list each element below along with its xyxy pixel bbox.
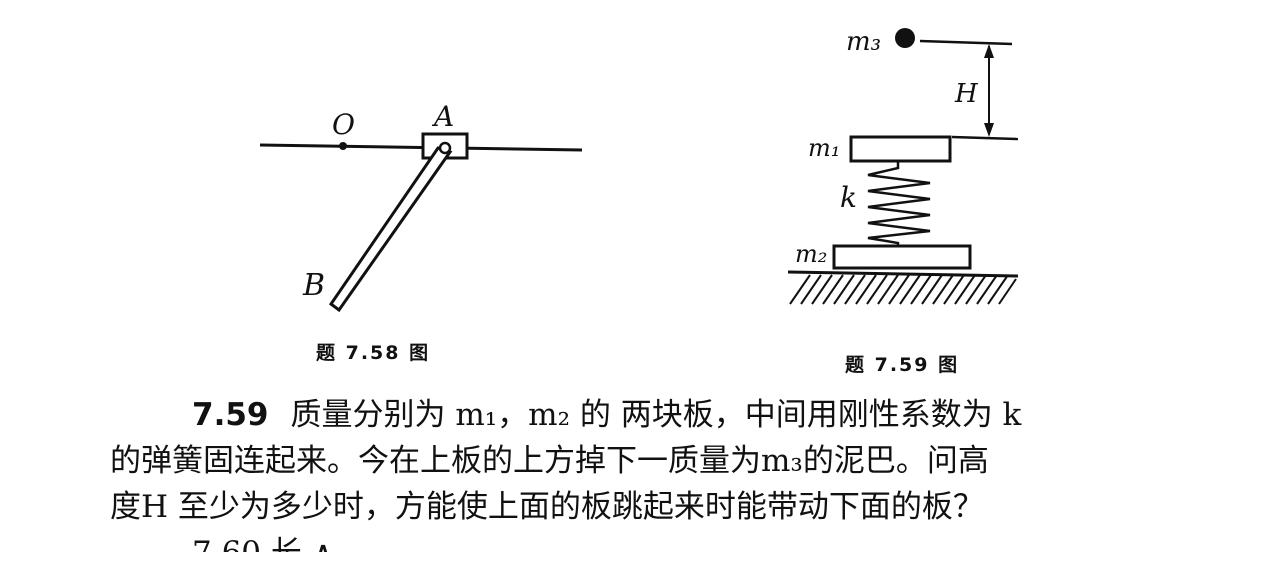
problem-text-line-1: 质量分别为 m₁，m₂ 的 两块板，中间用刚性系数为 k bbox=[290, 397, 1022, 433]
next-problem-partial: 7.60 长 ∧ bbox=[110, 530, 1230, 552]
problem-line-3: 度H 至少为多少时，方能使上面的板跳起来时能带动下面的板？ bbox=[110, 489, 984, 525]
lower-plate-m2 bbox=[832, 244, 972, 270]
reference-line-top bbox=[919, 39, 1013, 46]
arrow-down bbox=[984, 123, 994, 137]
caption-fig-7-59: 题 7.59 图 bbox=[845, 354, 960, 376]
label-k: k bbox=[840, 181, 857, 214]
label-o: O bbox=[332, 108, 355, 141]
problem-line-1: 7.59 质量分别为 m₁，m₂ 的 两块板，中间用刚性系数为 k bbox=[110, 392, 1230, 438]
problem-7-59: 7.59 质量分别为 m₁，m₂ 的 两块板，中间用刚性系数为 k 的弹簧固连起来… bbox=[110, 392, 1230, 552]
spring-k bbox=[867, 162, 931, 246]
label-m2: m₂ bbox=[795, 240, 827, 268]
label-h: H bbox=[954, 79, 979, 109]
caption-fig-7-58: 题 7.58 图 bbox=[316, 342, 431, 364]
label-b: B bbox=[302, 268, 325, 303]
hinge-a bbox=[438, 141, 452, 155]
horizontal-rod bbox=[259, 143, 583, 152]
upper-plate-m1 bbox=[849, 135, 952, 163]
label-a: A bbox=[431, 100, 454, 133]
label-m3: m₃ bbox=[846, 27, 881, 57]
problem-line-2: 的弹簧固连起来。今在上板的上方掉下一质量为m₃的泥巴。问高 bbox=[110, 443, 989, 479]
reference-line-bottom bbox=[951, 135, 1019, 141]
ground-line bbox=[787, 270, 1019, 278]
problem-number: 7.59 bbox=[192, 397, 269, 433]
mud-ball-m3 bbox=[895, 28, 915, 48]
arrow-up bbox=[984, 44, 994, 58]
ground-hatching bbox=[789, 274, 1017, 305]
label-m1: m₁ bbox=[808, 134, 840, 162]
pivot-point-o bbox=[339, 142, 347, 150]
